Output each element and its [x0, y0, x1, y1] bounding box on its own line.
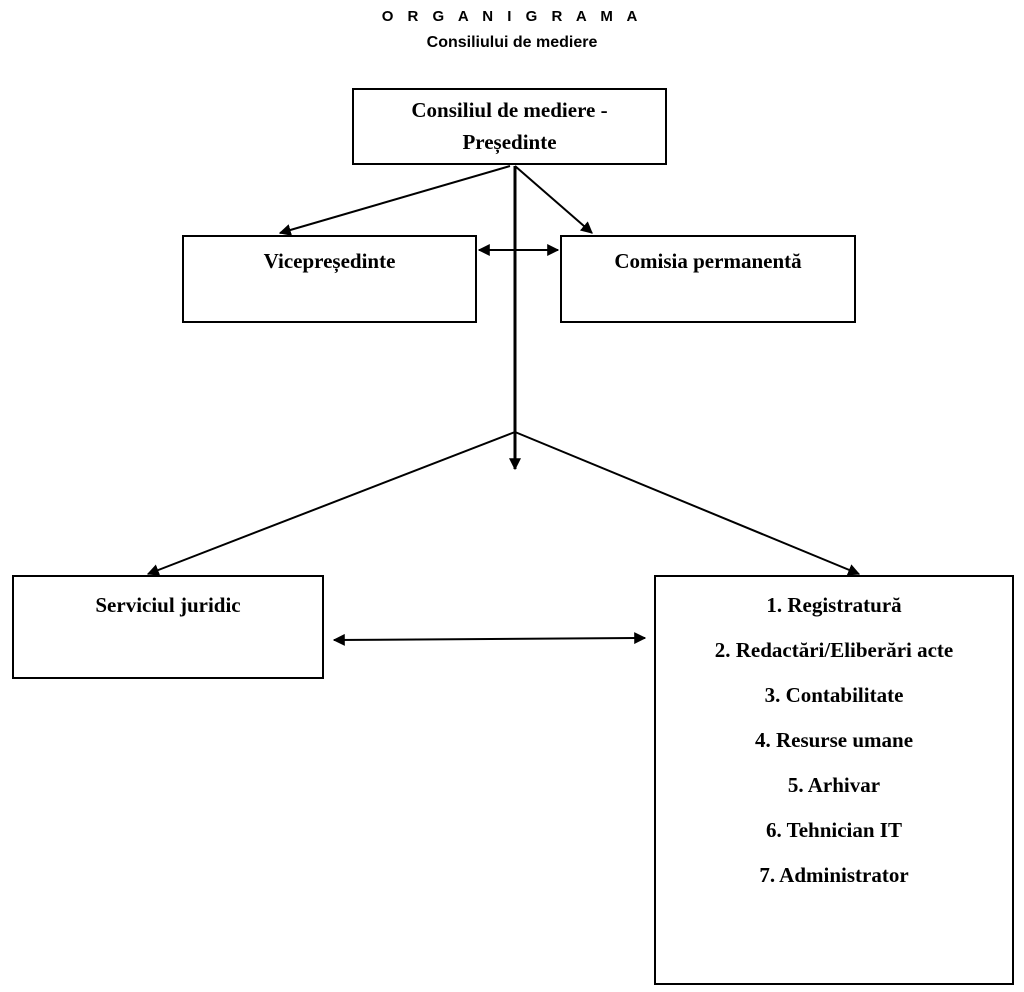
box-legal-service: Serviciul juridic	[12, 575, 324, 679]
box-departments: 1. Registratură 2. Redactări/Eliberări a…	[654, 575, 1014, 985]
box-president: Consiliul de mediere - Președinte	[352, 88, 667, 165]
department-item: 1. Registratură	[766, 593, 902, 617]
arrow-to-units	[514, 431, 861, 576]
president-line-1: Consiliul de mediere -	[411, 98, 608, 122]
chart-title: O R G A N I G R A M A	[381, 8, 643, 25]
arrow-president-commission	[514, 165, 593, 234]
box-vicepresident: Vicepreședinte	[182, 235, 477, 323]
vicepresident-label: Vicepreședinte	[263, 249, 396, 273]
department-item: 6. Tehnician IT	[766, 818, 902, 842]
arrow-legal-units	[332, 632, 647, 646]
box-permanent-commission: Comisia permanentă	[560, 235, 856, 323]
department-item: 5. Arhivar	[787, 773, 881, 797]
department-item: 7. Administrator	[759, 863, 909, 887]
arrow-president-vicepresident	[278, 165, 511, 236]
department-item: 4. Resurse umane	[754, 728, 914, 752]
permanent-commission-label: Comisia permanentă	[614, 249, 802, 273]
arrow-to-legal-service	[146, 431, 516, 576]
department-item: 3. Contabilitate	[764, 683, 904, 707]
legal-service-label: Serviciul juridic	[95, 593, 241, 617]
department-item: 2. Redactări/Eliberări acte	[714, 638, 954, 662]
chart-subtitle: Consiliului de mediere	[426, 34, 598, 51]
president-line-2: Președinte	[462, 130, 557, 154]
